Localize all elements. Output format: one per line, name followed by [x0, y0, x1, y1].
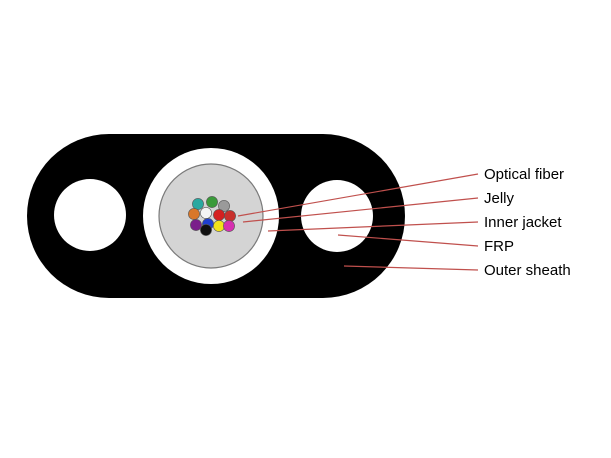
frp-left	[54, 179, 126, 251]
fiber-white	[200, 207, 212, 219]
fiber-black	[200, 224, 212, 236]
label-frp: FRP	[484, 238, 514, 255]
fiber-orange	[188, 208, 200, 220]
leader-frp	[337, 234, 479, 247]
optical-fibers	[188, 196, 236, 236]
label-jelly: Jelly	[484, 190, 515, 207]
fiber-gray	[218, 200, 230, 212]
fiber-magenta	[223, 220, 235, 232]
frp-right	[301, 180, 373, 252]
leader-lines	[237, 173, 479, 271]
label-optical-fiber: Optical fiber	[484, 166, 564, 183]
fiber-purple	[190, 219, 202, 231]
fiber-teal	[192, 198, 204, 210]
label-outer-sheath: Outer sheath	[484, 262, 571, 279]
fiber-red-2	[224, 210, 236, 222]
leader-jelly	[242, 197, 479, 223]
leader-optical-fiber	[237, 173, 479, 217]
fiber-yellow	[213, 220, 225, 232]
leader-inner-jacket	[267, 221, 479, 232]
label-inner-jacket: Inner jacket	[484, 214, 562, 231]
fiber-red	[213, 209, 225, 221]
leader-outer-sheath	[343, 265, 479, 271]
fiber-green	[206, 196, 218, 208]
